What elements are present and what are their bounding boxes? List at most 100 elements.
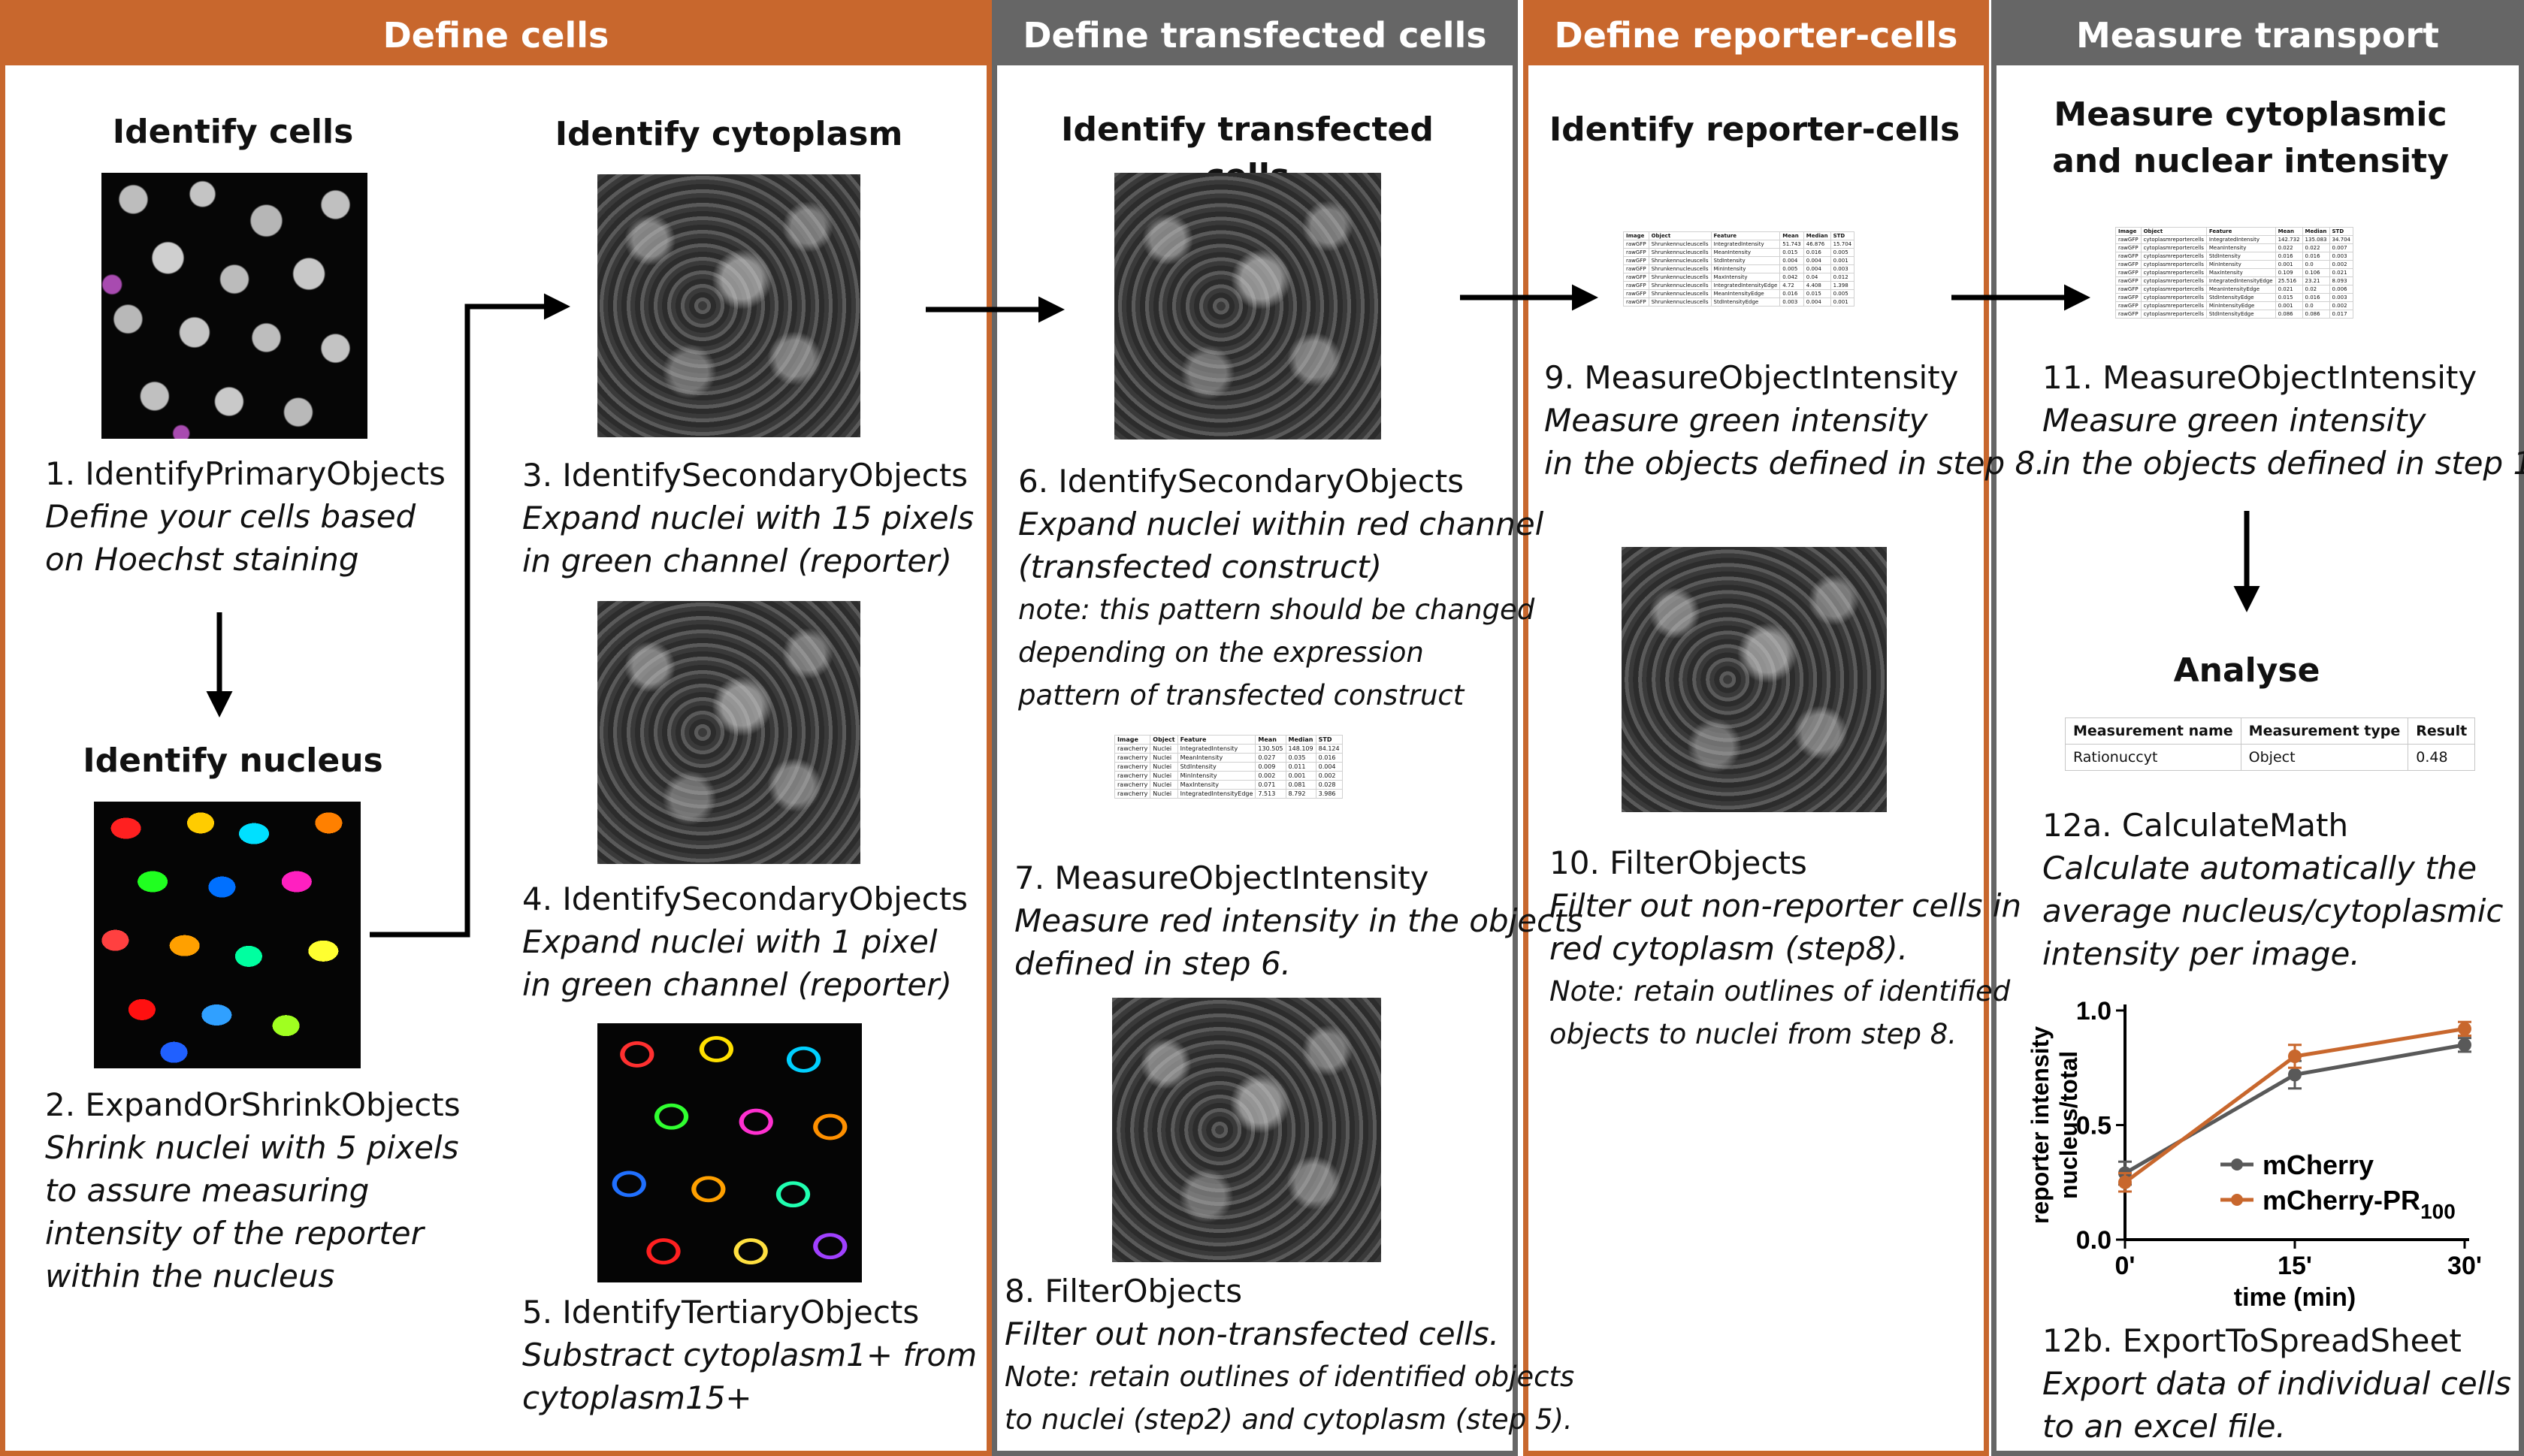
step-1: 1. IdentifyPrimaryObjects Define your ce…: [45, 452, 446, 581]
table-cell: Nuclei: [1150, 789, 1178, 799]
step-7: 7. MeasureObjectIntensity Measure red in…: [1014, 856, 1583, 985]
table-cell: 1.398: [1830, 281, 1855, 290]
step-10: 10. FilterObjects Filter out non-reporte…: [1549, 841, 2021, 1056]
table-cell: Rationuccyt: [2065, 744, 2241, 771]
step-title: 9. MeasureObjectIntensity: [1544, 359, 1959, 396]
step-desc: intensity of the reporter: [45, 1215, 424, 1252]
step-6: 6. IdentifySecondaryObjects Expand nucle…: [1018, 460, 1543, 717]
panel-title: Define transfected cells: [997, 5, 1513, 65]
step-2: 2. ExpandOrShrinkObjects Shrink nuclei w…: [45, 1083, 461, 1297]
panel-title: Define cells: [5, 5, 987, 65]
table-cell: 3.986: [1315, 789, 1343, 799]
step-5: 5. IdentifyTertiaryObjects Substract cyt…: [522, 1291, 977, 1419]
step-title: 10. FilterObjects: [1549, 844, 1807, 881]
heading-line: and nuclear intensity: [2052, 142, 2449, 180]
step-desc: Expand nuclei with 1 pixel: [522, 923, 938, 960]
step-desc: Measure red intensity in the objects: [1014, 902, 1583, 939]
step-desc: in the objects defined in step 10.: [2042, 445, 2524, 482]
table-cell: 0.001: [1830, 298, 1855, 307]
step-title: 5. IdentifyTertiaryObjects: [522, 1294, 920, 1331]
table-cell: 8.792: [1285, 789, 1316, 799]
panel-title: Measure transport: [1997, 5, 2519, 65]
table-cell: 0.004: [1803, 298, 1831, 307]
table-cell: StdIntensityEdge: [2205, 310, 2276, 319]
step-desc: red cytoplasm (step8).: [1549, 930, 1909, 967]
table-cell: Shrunkennucleuscells: [1648, 298, 1712, 307]
step-desc: on Hoechst staining: [45, 541, 359, 578]
table-cell: Object: [2240, 744, 2409, 771]
step-title: 11. MeasureObjectIntensity: [2042, 359, 2477, 396]
step-12b: 12b. ExportToSpreadSheet Export data of …: [2042, 1319, 2511, 1448]
step-title: 7. MeasureObjectIntensity: [1014, 859, 1429, 896]
transfected-cells-image: [1114, 173, 1381, 440]
heading-analyse: Analyse: [2173, 651, 2320, 690]
step-note: depending on the expression: [1018, 636, 1424, 669]
step-desc: within the nucleus: [45, 1258, 335, 1294]
heading-identify-cells: Identify cells: [112, 113, 354, 151]
step-note: Note: retain outlines of identified obje…: [1005, 1361, 1575, 1393]
step-desc: Measure green intensity: [2042, 402, 2426, 439]
cytoplasm-rings-image: [597, 1023, 862, 1282]
cytoplasm-1px-image: [597, 601, 860, 864]
step-desc: Measure green intensity: [1544, 402, 1928, 439]
step-note: pattern of transfected construct: [1018, 679, 1465, 711]
table-cell: 0.086: [2302, 310, 2330, 319]
step-title: 4. IdentifySecondaryObjects: [522, 881, 969, 917]
labeled-nuclei-image: [94, 802, 361, 1068]
column-header: Measurement type: [2240, 717, 2409, 745]
heading-line: Measure cytoplasmic: [2054, 95, 2447, 134]
column-header: Result: [2408, 717, 2476, 745]
step-note: objects to nuclei from step 8.: [1549, 1018, 1957, 1050]
table-cell: cytoplasmreportercells: [2140, 310, 2207, 319]
step-12a: 12a. CalculateMath Calculate automatical…: [2042, 804, 2504, 975]
step-desc: intensity per image.: [2042, 935, 2360, 972]
table-cell: 0.016: [2302, 293, 2330, 302]
table-cell: 0.017: [2329, 310, 2353, 319]
step-desc: Filter out non-transfected cells.: [1005, 1316, 1500, 1352]
step-desc: in green channel (reporter): [522, 542, 952, 579]
step-desc: Calculate automatically the: [2042, 850, 2477, 887]
step-desc: Substract cytoplasm1+ from: [522, 1337, 978, 1373]
step-4: 4. IdentifySecondaryObjects Expand nucle…: [522, 878, 968, 1006]
step-desc: Filter out non-reporter cells in: [1549, 887, 2022, 924]
step-note: to nuclei (step2) and cytoplasm (step 5)…: [1005, 1403, 1573, 1436]
reporter-cells-image: [1622, 547, 1887, 812]
step-title: 12b. ExportToSpreadSheet: [2042, 1322, 2462, 1359]
step-desc: Export data of individual cells: [2042, 1365, 2511, 1402]
step-desc: cytoplasm15+: [522, 1379, 752, 1416]
table-cell: StdIntensityEdge: [1710, 298, 1781, 307]
step-desc: Expand nuclei with 15 pixels: [522, 500, 975, 536]
step-note: Note: retain outlines of identified: [1549, 975, 2011, 1007]
filtered-transfected-image: [1112, 998, 1381, 1262]
panel-title: Define reporter-cells: [1528, 5, 1984, 65]
cytoplasm-15px-image: [597, 174, 860, 437]
heading-measure-intensity: Measure cytoplasmic and nuclear intensit…: [2014, 92, 2487, 185]
column-header: Measurement name: [2065, 717, 2241, 745]
table-cell: 0.48: [2408, 744, 2476, 771]
step-title: 3. IdentifySecondaryObjects: [522, 457, 969, 494]
table-cell: rawGFP: [2115, 310, 2142, 319]
step-desc: Define your cells based: [45, 498, 416, 535]
step-8: 8. FilterObjects Filter out non-transfec…: [1005, 1270, 1574, 1441]
step-desc: to assure measuring: [45, 1172, 370, 1209]
step-3: 3. IdentifySecondaryObjects Expand nucle…: [522, 454, 974, 582]
step-desc: Expand nuclei within red channel: [1018, 506, 1544, 542]
